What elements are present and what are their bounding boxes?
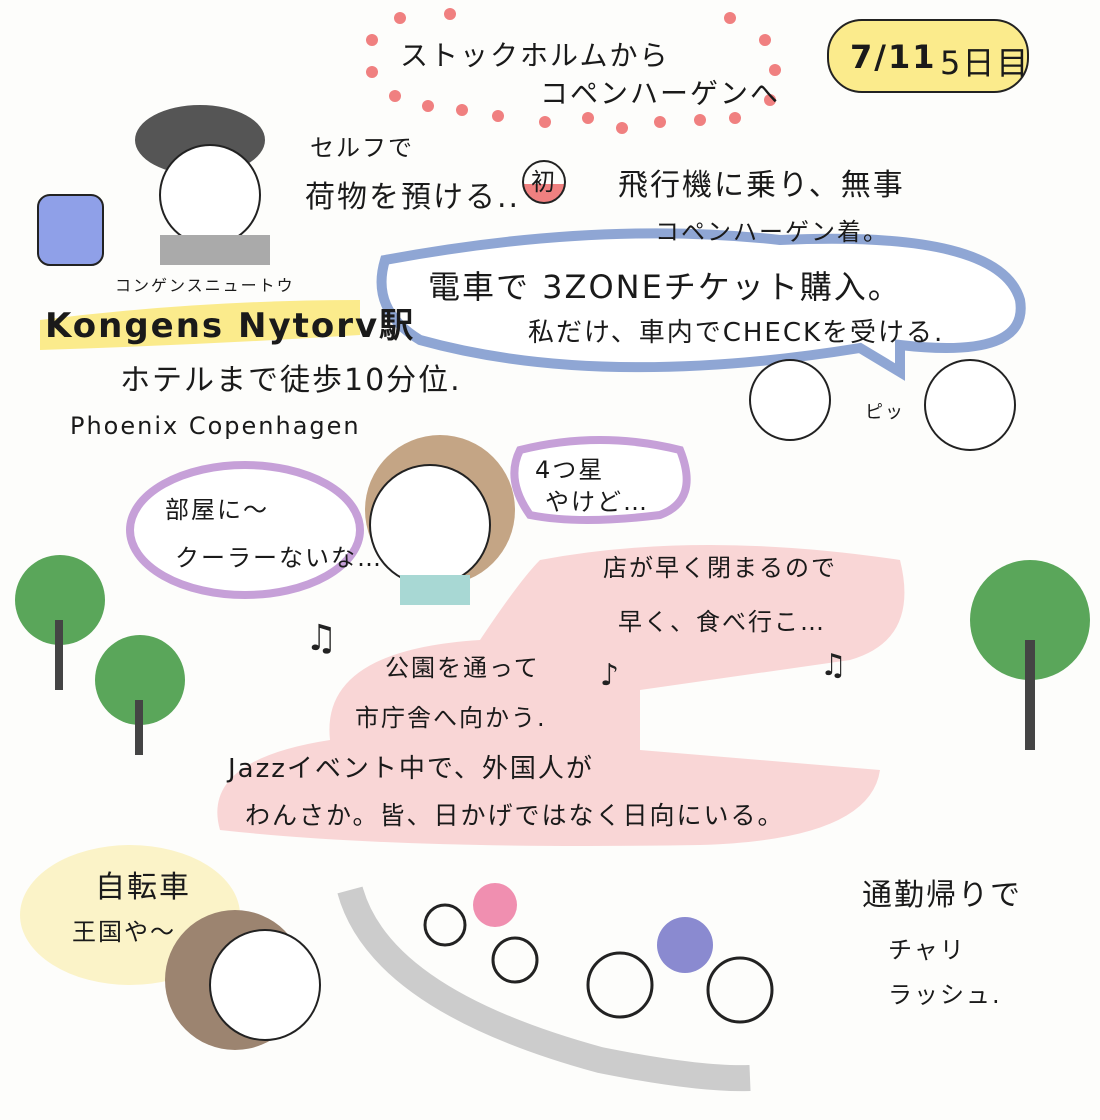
star-speech-bubble: [510, 436, 691, 524]
date-highlight: [827, 19, 1029, 93]
passenger-avatar: [924, 359, 1016, 451]
beep-sound: ピッ: [865, 402, 905, 423]
shops-line2: 早く、食べ行こ…: [618, 608, 826, 636]
inspector-avatar: [749, 359, 831, 441]
bike-line2: 王国や〜: [72, 918, 176, 946]
star-line2: やけど…: [545, 488, 649, 516]
bicycles: [423, 903, 774, 1024]
woman-avatar: [369, 464, 491, 586]
man-avatar: [159, 144, 261, 246]
train-speech-bubble: [376, 228, 1026, 381]
cyclist-1: [473, 883, 517, 927]
park-line2: 市庁舎へ向かう.: [355, 704, 547, 732]
title-line1: ストックホルムから: [400, 39, 670, 72]
park-line1: 公園を通って: [385, 654, 540, 682]
hotel-name: Phoenix Copenhagen: [70, 412, 361, 440]
bottom-woman-avatar: [209, 929, 321, 1041]
train-line1: 電車で 3ZONEチケット購入。: [428, 268, 902, 306]
commute-line3: ラッシュ.: [888, 981, 1002, 1009]
bike-line1: 自転車: [95, 870, 191, 905]
train-line2: 私だけ、車内でCHECKを受ける.: [528, 318, 945, 348]
title-dot-frame: [366, 8, 781, 134]
day-count: 5日目: [940, 44, 1031, 82]
star-line1: 4つ星: [535, 456, 605, 484]
man-scarf: [160, 235, 270, 265]
road: [337, 886, 751, 1092]
room-line1: 部屋に〜: [165, 496, 269, 524]
music-note-icon: ♪: [600, 658, 619, 693]
flight-line2: コペンハーゲン着。: [655, 218, 889, 246]
room-line2: クーラーないな…: [175, 544, 383, 572]
title-line2: コペンハーゲンへ: [540, 77, 781, 110]
station-name: Kongens Nytorv駅: [45, 306, 416, 346]
luggage-line2: 荷物を預ける..: [305, 180, 521, 215]
flight-line1: 飛行機に乗り、無事: [618, 168, 905, 203]
room-speech-bubble: [126, 461, 364, 599]
walk-time: ホテルまで徒歩10分位.: [120, 363, 462, 398]
date: 7/11: [850, 38, 937, 76]
shops-line1: 店が早く閉まるので: [603, 554, 837, 582]
commute-line1: 通勤帰りで: [862, 878, 1022, 913]
music-note-icon: ♫: [820, 648, 847, 683]
event-highlight: [217, 545, 905, 846]
commute-line2: チャリ: [888, 936, 966, 964]
suitcase-icon: [37, 194, 104, 266]
jazz-line1: Jazzイベント中で、外国人が: [228, 754, 594, 784]
luggage-line1: セルフで: [310, 134, 414, 162]
first-time-badge: 初: [522, 160, 566, 204]
station-highlight: [40, 300, 360, 350]
woman-shirt: [400, 575, 470, 605]
cyclist-2: [657, 917, 713, 973]
music-note-icon: ♫: [305, 618, 337, 659]
station-kana: コンゲンスニュートウ: [115, 276, 295, 295]
trees: [15, 555, 1090, 755]
jazz-line2: わんさか。皆、日かげではなく日向にいる。: [245, 801, 785, 830]
